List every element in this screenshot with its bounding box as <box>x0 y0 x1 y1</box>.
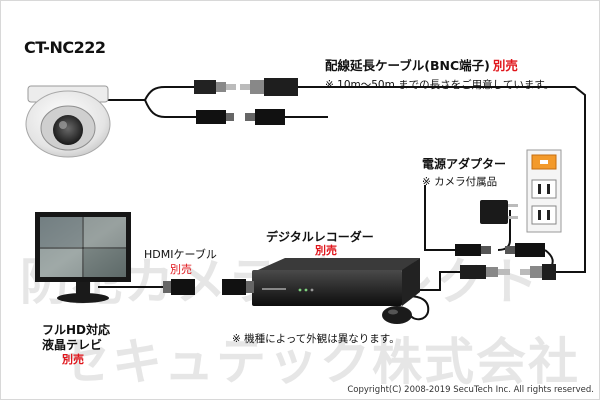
lcd-tv-illustration <box>35 212 131 303</box>
extension-cable-sold-separately: 別売 <box>492 58 518 73</box>
hdmi-connector-tv-side <box>163 279 195 295</box>
bnc-connector-left-top <box>194 80 236 94</box>
power-connector-left <box>196 110 234 124</box>
hdmi-cable-label: HDMIケーブル <box>144 248 217 261</box>
extension-cable-note: ※ 10m～50m までの長さをご用意しています。 <box>325 79 555 91</box>
power-adapter-title: 電源アダプター <box>422 157 507 171</box>
tv-sold-separately: 別売 <box>62 353 84 366</box>
mouse-illustration <box>382 306 412 324</box>
recorder-dc-connector <box>505 243 545 257</box>
recorder-label: デジタルレコーダー <box>266 230 374 244</box>
recorder-bnc-connector <box>460 265 510 279</box>
tv-label-line-1: フルHD対応 <box>42 323 111 337</box>
dome-camera-illustration <box>25 85 111 158</box>
power-connector-right <box>245 109 285 125</box>
extension-cable-title: 配線延長ケーブル(BNC端子)別売 <box>325 58 518 73</box>
camera-model-label: CT-NC222 <box>24 38 106 57</box>
wall-outlet-illustration <box>526 149 562 233</box>
power-adapter-note: ※ カメラ付属品 <box>422 176 498 188</box>
bnc-connector-right-top <box>240 78 298 96</box>
extension-cable-title-text: 配線延長ケーブル(BNC端子) <box>325 58 490 73</box>
tv-label-line-2: 液晶テレビ <box>42 338 103 352</box>
copyright-text: Copyright(C) 2008-2019 SecuTech Inc. All… <box>347 385 594 395</box>
watermark-line-2: セキュテック株式会社 <box>60 333 580 391</box>
recorder-sold-separately: 別売 <box>315 244 337 257</box>
adapter-dc-connector <box>455 244 491 256</box>
digital-recorder-illustration <box>252 258 420 306</box>
hdmi-connector-recorder-side <box>222 279 254 295</box>
extension-bnc-connector-bottom <box>520 264 556 280</box>
power-adapter-illustration <box>480 200 518 224</box>
hdmi-sold-separately: 別売 <box>170 263 192 276</box>
disclaimer-text: ※ 機種によって外観は異なります。 <box>232 333 400 345</box>
